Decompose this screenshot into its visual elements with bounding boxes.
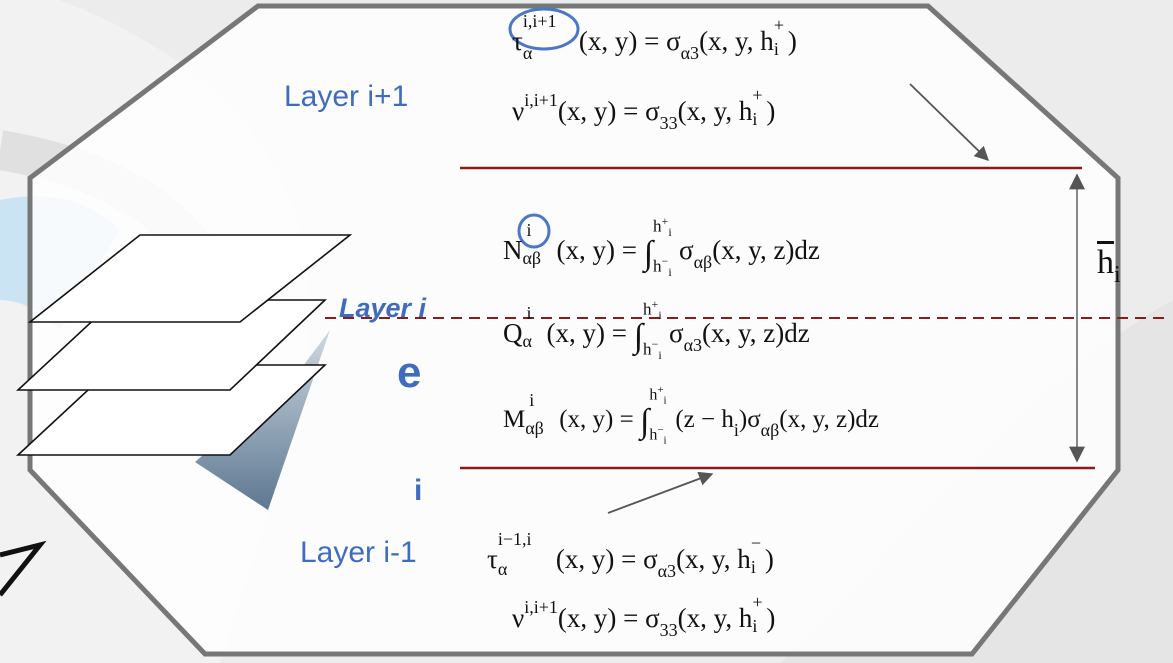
upper-pointer-arrow (909, 83, 990, 162)
thickness-index: i (1114, 262, 1121, 288)
thickness-h: h (1097, 244, 1114, 281)
layer-upper-label: Layer i+1 (284, 80, 409, 113)
thickness-label: hi (1097, 244, 1121, 288)
corner-arrow-fragment (0, 540, 47, 597)
stacked-layers-icon (15, 234, 353, 456)
nu-lower-equation: νi,i+1(x, y) = σ33(x, y, h+i ) (512, 592, 776, 640)
lower-pointer-arrow (607, 471, 714, 514)
i-glyph: i (414, 474, 423, 507)
e-glyph: e (397, 348, 422, 397)
superscript-highlight-circle (508, 7, 580, 51)
layer-current-label: Layer i (339, 293, 427, 323)
layer-lower-label: Layer i-1 (300, 536, 417, 569)
index-highlight-circle (517, 213, 551, 249)
nu-upper-equation: νi,i+1(x, y) = σ33(x, y, h+i ) (512, 85, 776, 133)
plate-top (27, 234, 353, 323)
